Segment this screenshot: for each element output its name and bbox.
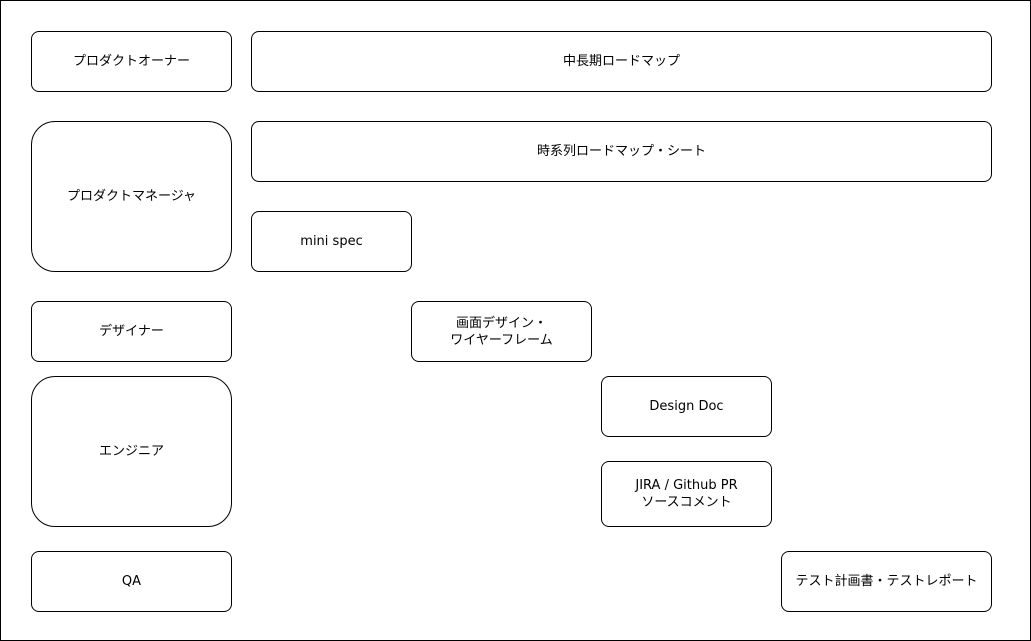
artifact-design-doc: Design Doc xyxy=(601,376,772,437)
artifact-timeline-roadmap-sheet: 時系列ロードマップ・シート xyxy=(251,121,992,182)
artifact-mini-spec: mini spec xyxy=(251,211,412,272)
artifact-test-plan-report: テスト計画書・テストレポート xyxy=(781,551,992,612)
artifact-test-plan-report-label: テスト計画書・テストレポート xyxy=(795,574,978,589)
artifact-design-doc-label: Design Doc xyxy=(649,399,724,414)
role-designer: デザイナー xyxy=(31,301,232,362)
role-product-owner-label: プロダクトオーナー xyxy=(72,54,190,69)
artifact-jira-github: JIRA / Github PR ソースコメント xyxy=(601,461,772,527)
role-qa-label: QA xyxy=(121,574,142,589)
artifact-mid-long-roadmap-label: 中長期ロードマップ xyxy=(562,54,680,69)
role-product-owner: プロダクトオーナー xyxy=(31,31,232,92)
artifact-jira-github-label: JIRA / Github PR ソースコメント xyxy=(635,478,738,510)
artifact-mid-long-roadmap: 中長期ロードマップ xyxy=(251,31,992,92)
role-designer-label: デザイナー xyxy=(99,324,164,339)
role-engineer: エンジニア xyxy=(31,376,232,527)
artifact-timeline-roadmap-sheet-label: 時系列ロードマップ・シート xyxy=(536,144,706,159)
role-product-manager-label: プロダクトマネージャ xyxy=(66,189,197,204)
role-product-manager: プロダクトマネージャ xyxy=(31,121,232,272)
artifact-screen-design: 画面デザイン・ ワイヤーフレーム xyxy=(411,301,592,362)
role-engineer-label: エンジニア xyxy=(98,444,164,459)
artifact-mini-spec-label: mini spec xyxy=(300,234,363,249)
role-qa: QA xyxy=(31,551,232,612)
artifact-screen-design-label: 画面デザイン・ ワイヤーフレーム xyxy=(450,315,553,348)
